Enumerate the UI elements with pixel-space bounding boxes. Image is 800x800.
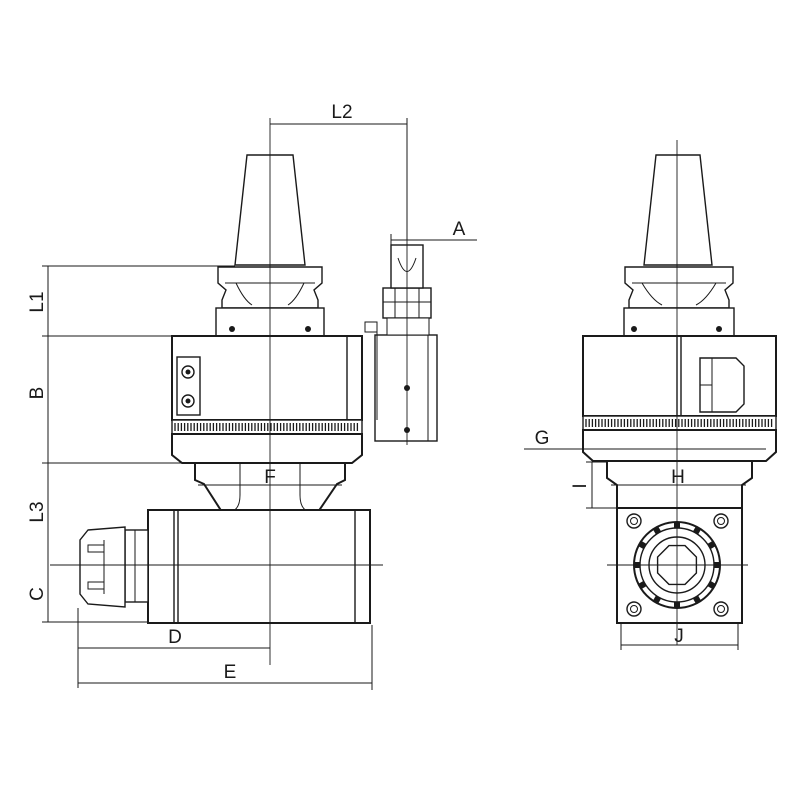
nut-notch (707, 540, 716, 550)
label-g: G (535, 428, 550, 449)
side-bolt-bl (626, 601, 642, 617)
label-b: B (27, 387, 48, 400)
dimension-lines (42, 118, 766, 690)
side-bolt-br (713, 601, 729, 617)
nut-notch (638, 580, 647, 590)
side-housing (582, 335, 777, 417)
side-view (582, 154, 777, 624)
label-d: D (168, 627, 182, 648)
label-f: F (264, 467, 276, 488)
front-lower-housing (171, 433, 363, 464)
nut-notch (692, 526, 702, 535)
front-scale-ticks (174, 423, 359, 431)
label-l3: L3 (27, 501, 48, 522)
side-scale-ticks (585, 419, 773, 427)
front-collet-nut (79, 526, 126, 608)
nut-notch (638, 540, 647, 550)
front-spindle-body (147, 509, 371, 624)
dimension-text: L2 A L1 B L3 C F D E G H I J (27, 102, 685, 683)
nut-notch (707, 580, 716, 590)
label-a: A (453, 219, 466, 240)
side-neck (623, 307, 735, 337)
label-j: J (674, 626, 684, 647)
label-c: C (27, 587, 48, 601)
side-coolant-port (699, 357, 745, 413)
nut-notch (652, 595, 662, 604)
side-bolt-tr (713, 513, 729, 529)
front-view (79, 154, 438, 624)
front-collet-ring (124, 529, 149, 603)
label-i: I (570, 483, 591, 488)
side-flange (624, 266, 734, 309)
nut-notch (692, 595, 702, 604)
center-lines (50, 118, 748, 665)
label-e: E (224, 662, 237, 683)
nut-notch (652, 526, 662, 535)
side-taper-cone (643, 154, 713, 266)
label-l2: L2 (331, 102, 352, 123)
label-h: H (671, 467, 685, 488)
side-bolt-tl (626, 513, 642, 529)
side-lower-housing (582, 429, 777, 462)
label-l1: L1 (27, 291, 48, 312)
front-housing (171, 335, 363, 421)
